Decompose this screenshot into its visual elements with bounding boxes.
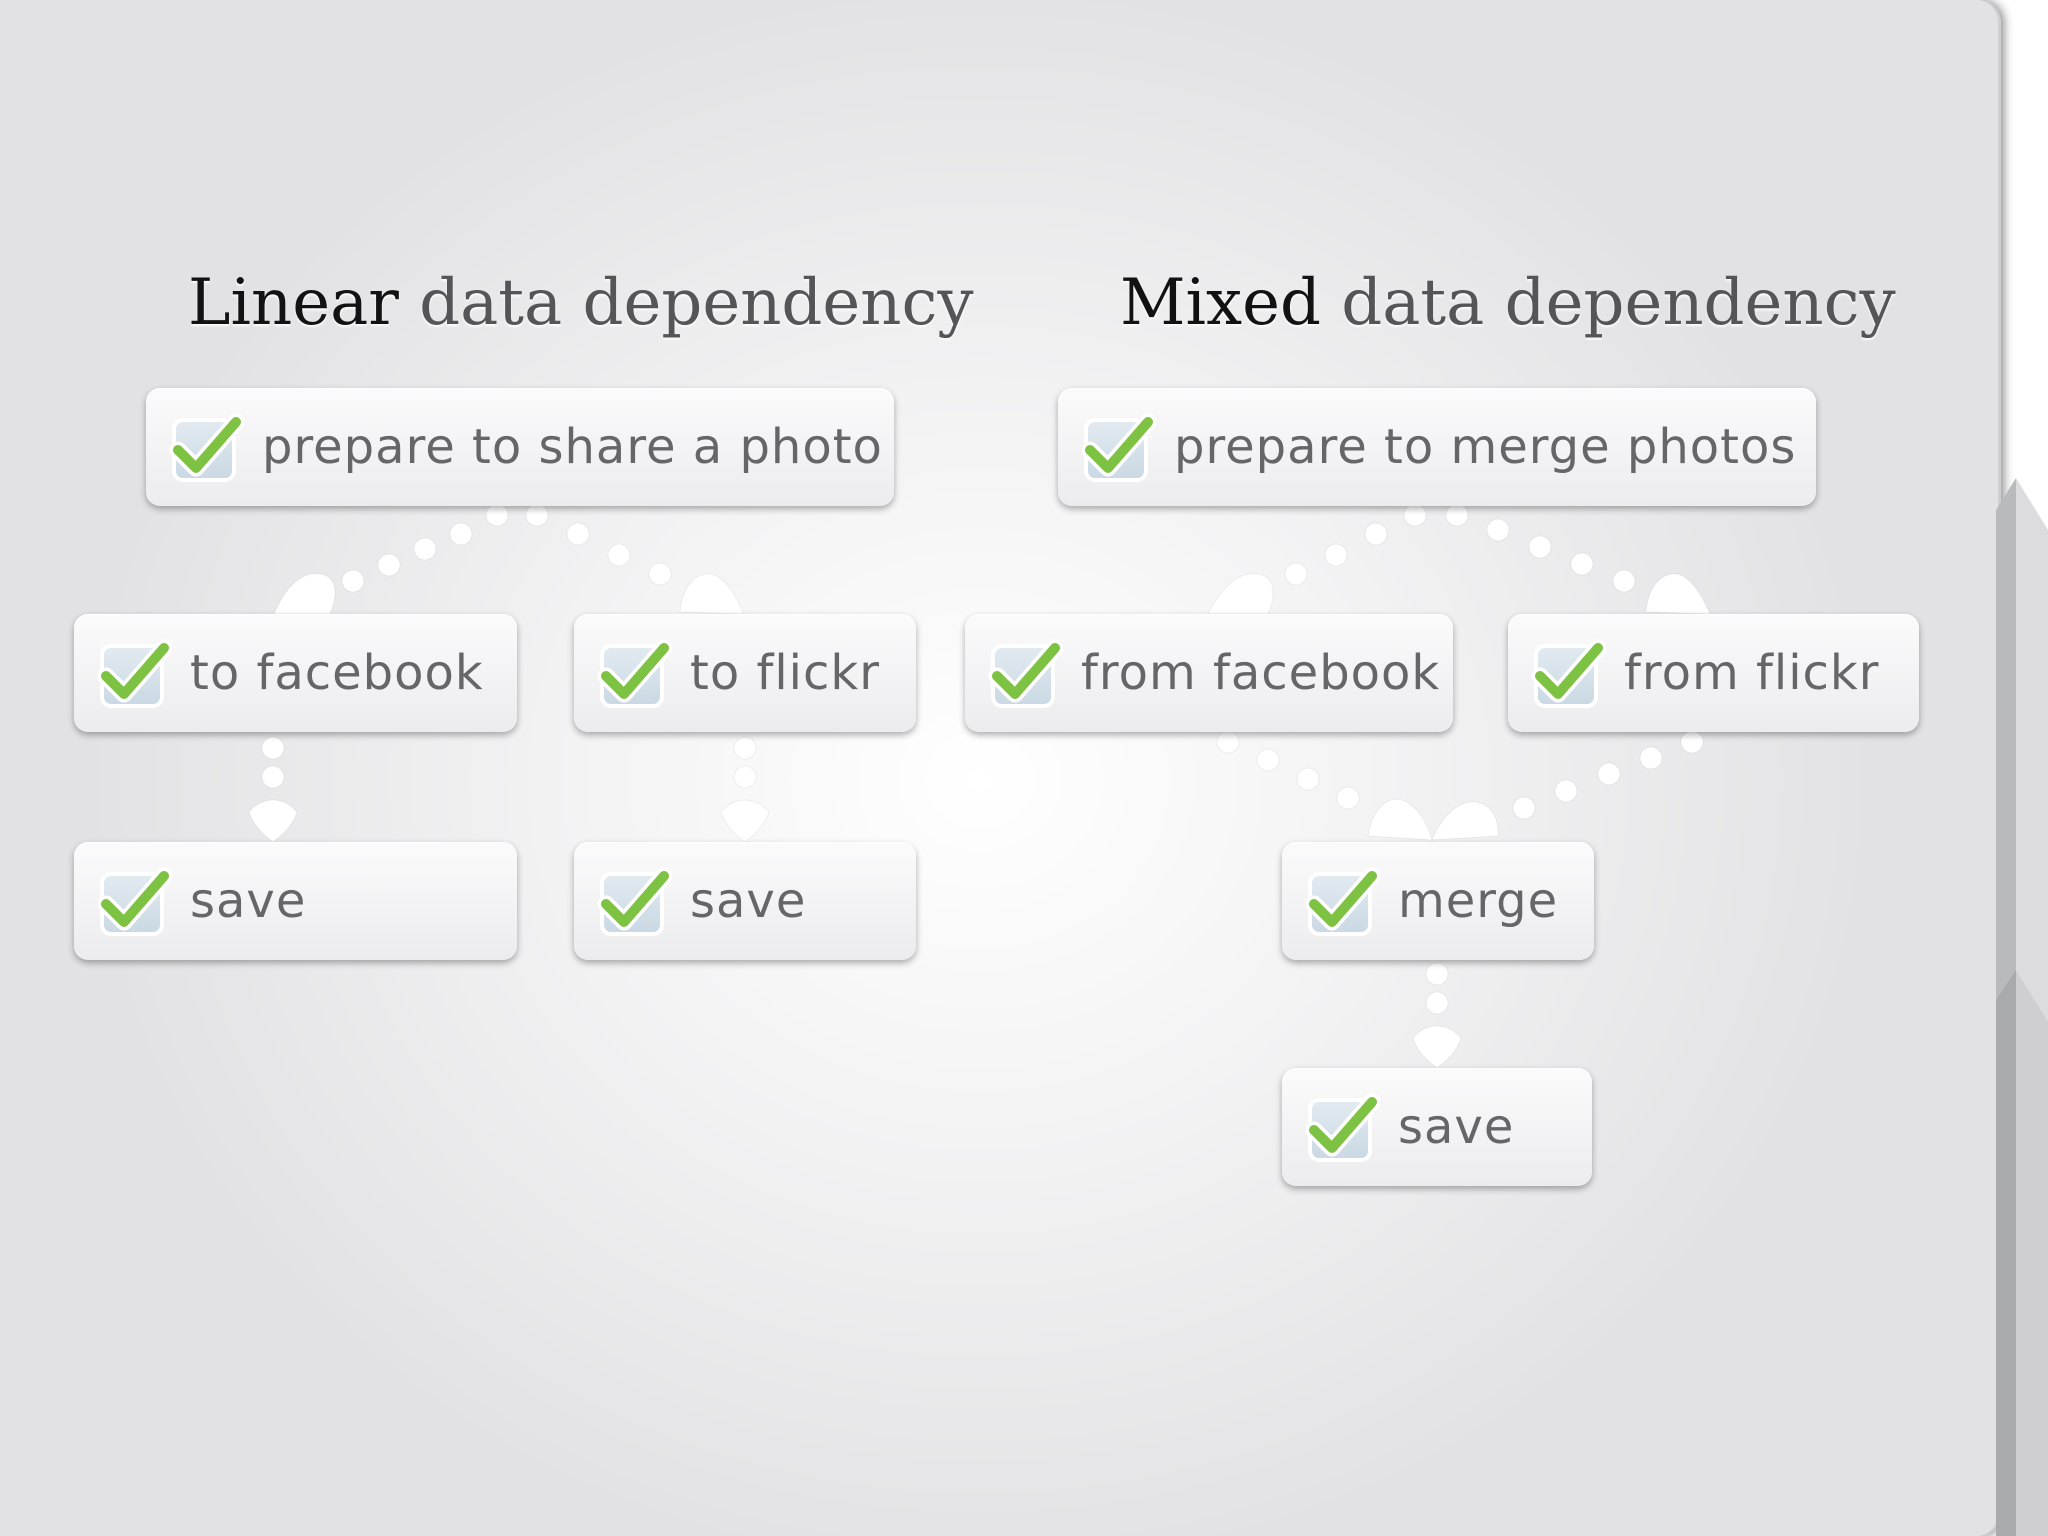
connector-linear-facebook-to-save xyxy=(248,736,298,843)
heading-rest-text: data dependency xyxy=(1320,266,1896,340)
task-label: merge xyxy=(1398,873,1559,929)
heading-strong-word: Linear xyxy=(188,266,399,340)
task-label: to flickr xyxy=(690,645,880,701)
checkmark-icon xyxy=(96,864,172,940)
diagram-heading-linear: Linear data dependency xyxy=(188,258,973,348)
checkmark-icon xyxy=(987,636,1063,712)
checkmark-icon xyxy=(96,636,172,712)
diagram-heading-mixed: Mixed data dependency xyxy=(1120,258,1896,348)
checkmark-icon xyxy=(168,410,244,486)
connector-linear-root-to-facebook xyxy=(273,503,509,615)
checkmark-icon xyxy=(1304,1090,1380,1166)
task-label: from facebook xyxy=(1081,645,1441,701)
side-tab-stack xyxy=(1996,478,2048,1536)
slide-background xyxy=(0,0,1998,1536)
task-save-flickr: save xyxy=(574,842,916,960)
task-label: save xyxy=(1398,1099,1515,1155)
task-to-facebook: to facebook xyxy=(74,614,517,732)
task-label: prepare to merge photos xyxy=(1174,419,1797,475)
heading-strong-word: Mixed xyxy=(1120,266,1321,340)
task-label: prepare to share a photo xyxy=(262,419,883,475)
task-from-flickr: from flickr xyxy=(1508,614,1919,732)
task-save-merged: save xyxy=(1282,1068,1592,1186)
heading-rest-text: data dependency xyxy=(398,266,974,340)
connector-mixed-flickr-to-merge xyxy=(1431,730,1704,841)
task-label: save xyxy=(190,873,307,929)
checkmark-icon xyxy=(1530,636,1606,712)
checkmark-icon xyxy=(1080,410,1156,486)
task-label: to facebook xyxy=(190,645,484,701)
connector-linear-root-to-flickr xyxy=(525,503,745,615)
task-merge: merge xyxy=(1282,842,1594,960)
connector-mixed-root-to-facebook xyxy=(1207,503,1427,615)
connector-mixed-facebook-to-merge xyxy=(1216,730,1433,841)
connector-linear-flickr-to-save xyxy=(720,736,770,843)
checkmark-icon xyxy=(1304,864,1380,940)
checkmark-icon xyxy=(596,636,672,712)
task-prepare-to-merge-photos: prepare to merge photos xyxy=(1058,388,1816,506)
connector-mixed-root-to-flickr xyxy=(1445,503,1711,615)
task-save-facebook: save xyxy=(74,842,517,960)
connector-mixed-merge-to-save xyxy=(1412,962,1462,1069)
task-prepare-to-share-a-photo: prepare to share a photo xyxy=(146,388,894,506)
task-to-flickr: to flickr xyxy=(574,614,916,732)
task-label: from flickr xyxy=(1624,645,1880,701)
task-label: save xyxy=(690,873,807,929)
task-from-facebook: from facebook xyxy=(965,614,1453,732)
checkmark-icon xyxy=(596,864,672,940)
